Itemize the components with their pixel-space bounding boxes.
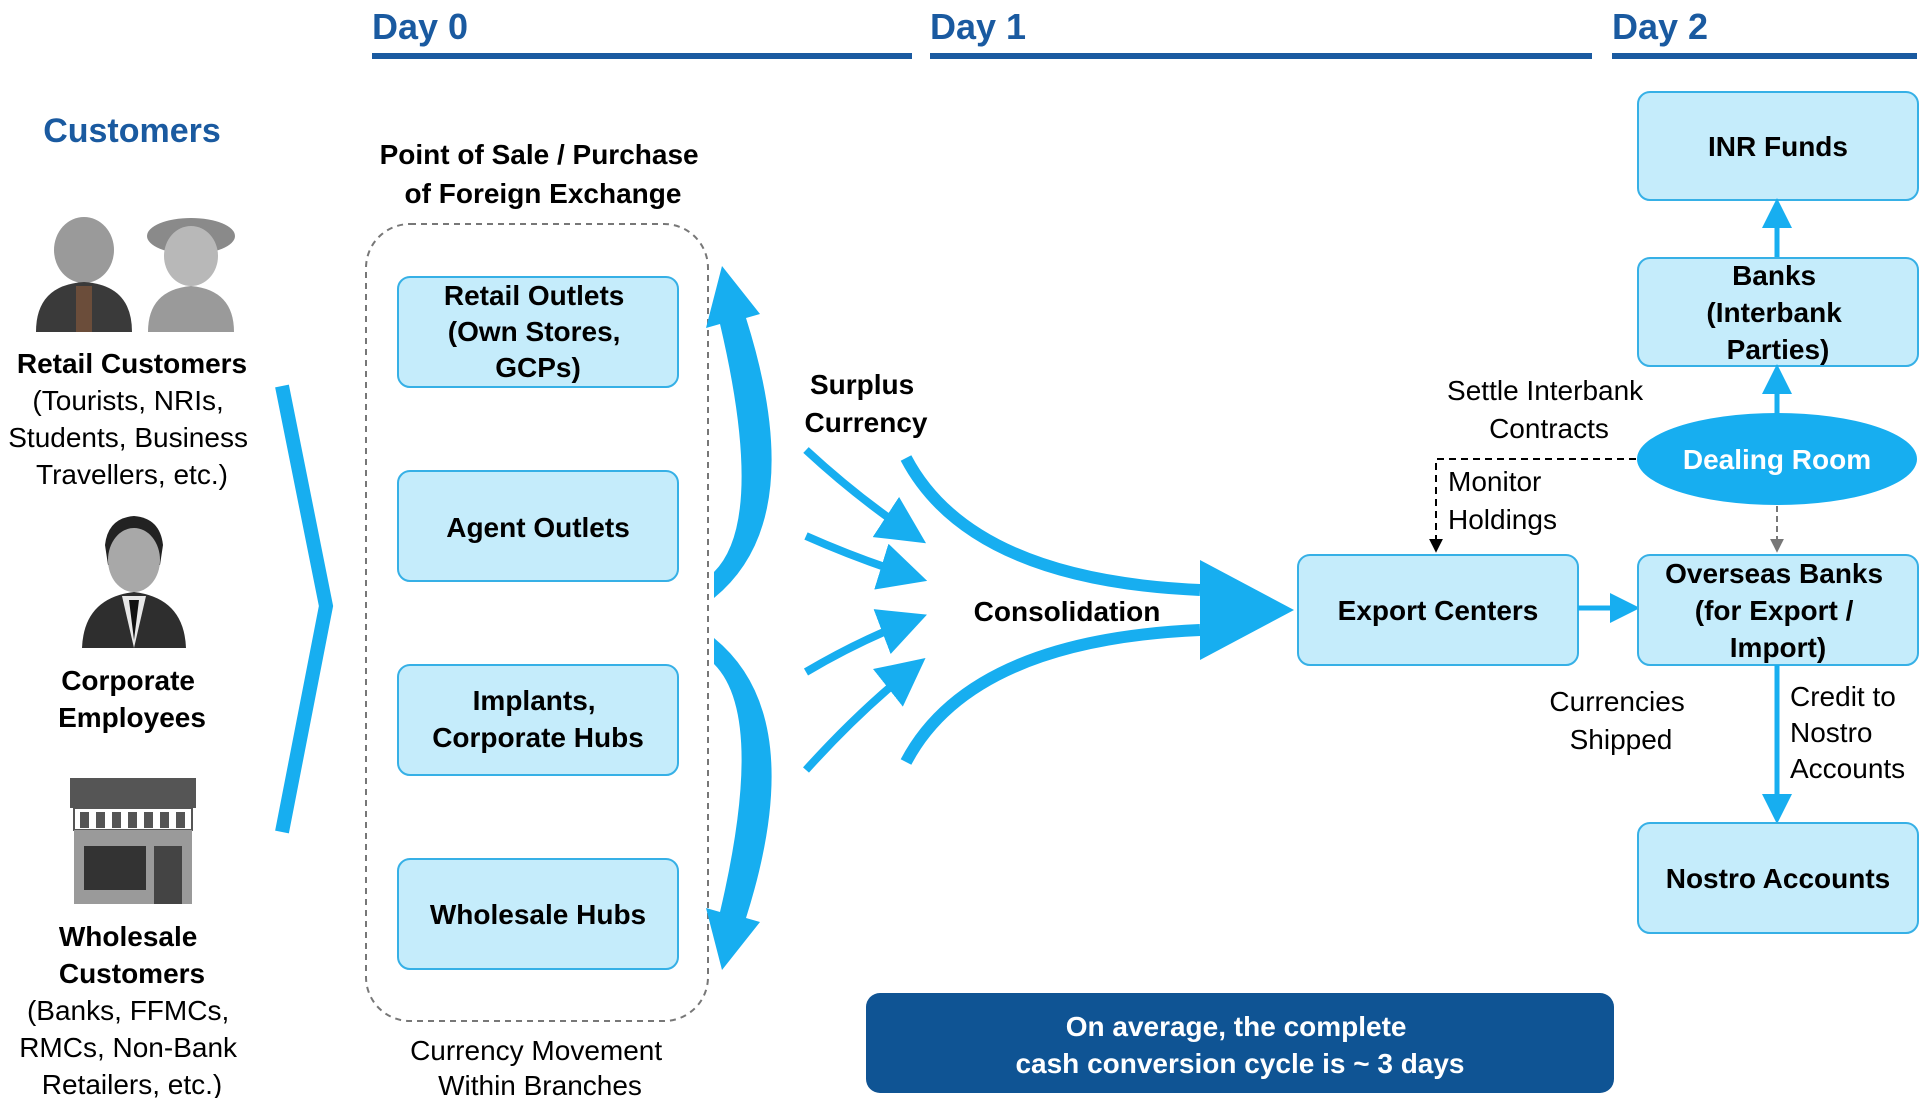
- retail-customers-name: Retail Customers: [17, 348, 247, 379]
- overseas-banks-label: Overseas Banks (for Export / Import): [1665, 558, 1891, 663]
- pos-dashed-container: [365, 223, 709, 1022]
- day-0-rule: [372, 53, 912, 59]
- pos-title: Point of Sale / Purchase of Foreign Exch…: [380, 139, 707, 209]
- inr-funds-label: INR Funds: [1708, 131, 1848, 162]
- surplus-arrow-4: [803, 658, 926, 773]
- inr-funds-box: INR Funds: [1637, 91, 1919, 201]
- wholesale-customers-detail: (Banks, FFMCs, RMCs, Non-Bank Retailers,…: [19, 995, 245, 1098]
- day-0-header: Day 0: [372, 6, 912, 59]
- retail-customer-female-icon: [147, 218, 235, 332]
- surplus-arrow-1: [803, 447, 927, 544]
- retail-customer-male-icon: [36, 217, 132, 332]
- wholesale-store-icon: [70, 778, 196, 904]
- cycle-note-text: On average, the complete cash conversion…: [1015, 1011, 1464, 1079]
- wholesale-hubs-label: Wholesale Hubs: [430, 899, 646, 930]
- day-2-header: Day 2: [1612, 6, 1917, 59]
- retail-customers-detail: (Tourists, NRIs, Students, Business Trav…: [8, 385, 255, 490]
- day-1-label: Day 1: [930, 6, 1026, 47]
- banks-label: Banks (Interbank Parties): [1706, 260, 1849, 365]
- surplus-arrow-3: [803, 609, 927, 676]
- customers-title: Customers: [43, 112, 221, 150]
- dealing-room-label: Dealing Room: [1683, 444, 1871, 475]
- day-1-rule: [930, 53, 1592, 59]
- agent-outlets-box: Agent Outlets: [397, 470, 679, 582]
- overseas-banks-box: Overseas Banks (for Export / Import): [1637, 554, 1919, 666]
- nostro-accounts-box: Nostro Accounts: [1637, 822, 1919, 934]
- within-branch-arrow-down: [706, 638, 772, 970]
- surplus-arrows: [803, 447, 928, 773]
- consolidation-arrowhead: [1200, 560, 1294, 660]
- monitor-holdings-connector: [1429, 458, 1636, 553]
- corporate-employee-icon: [82, 516, 186, 648]
- retail-outlets-box: Retail Outlets (Own Stores, GCPs): [397, 276, 679, 388]
- corporate-employees-name: Corporate Employees: [58, 665, 206, 733]
- cycle-note-banner: On average, the complete cash conversion…: [866, 993, 1614, 1093]
- day-2-label: Day 2: [1612, 6, 1708, 47]
- retail-outlets-label: Retail Outlets (Own Stores, GCPs): [444, 280, 632, 383]
- dealing-room-ellipse: Dealing Room: [1637, 413, 1917, 505]
- pos-footer: Currency Movement Within Branches: [410, 1035, 670, 1098]
- wholesale-hubs-box: Wholesale Hubs: [397, 858, 679, 970]
- credit-nostro-label: Credit to Nostro Accounts: [1790, 681, 1905, 784]
- banks-box: Banks (Interbank Parties): [1637, 257, 1919, 367]
- monitor-holdings-label: Monitor Holdings: [1448, 466, 1557, 535]
- customers-chevron: [275, 384, 334, 834]
- nostro-accounts-label: Nostro Accounts: [1666, 863, 1891, 894]
- day-2-rule: [1612, 53, 1917, 59]
- consolidation-arrow-top: [900, 455, 1201, 596]
- surplus-arrow-2: [804, 532, 928, 590]
- consolidation-label: Consolidation: [974, 596, 1161, 627]
- surplus-currency-label: Surplus Currency: [805, 369, 928, 438]
- settle-interbank-label: Settle Interbank Contracts: [1447, 375, 1651, 444]
- consolidation-arrow-bottom: [900, 624, 1201, 765]
- day-1-header: Day 1: [930, 6, 1592, 59]
- implants-label: Implants, Corporate Hubs: [432, 685, 644, 753]
- export-centers-label: Export Centers: [1338, 595, 1539, 626]
- implants-box: Implants, Corporate Hubs: [397, 664, 679, 776]
- wholesale-customers-name: Wholesale Customers: [59, 921, 205, 989]
- agent-outlets-label: Agent Outlets: [446, 512, 630, 543]
- day-0-label: Day 0: [372, 6, 468, 47]
- export-centers-box: Export Centers: [1297, 554, 1579, 666]
- currencies-shipped-label: Currencies Shipped: [1549, 686, 1692, 755]
- within-branch-arrow-up: [706, 266, 772, 598]
